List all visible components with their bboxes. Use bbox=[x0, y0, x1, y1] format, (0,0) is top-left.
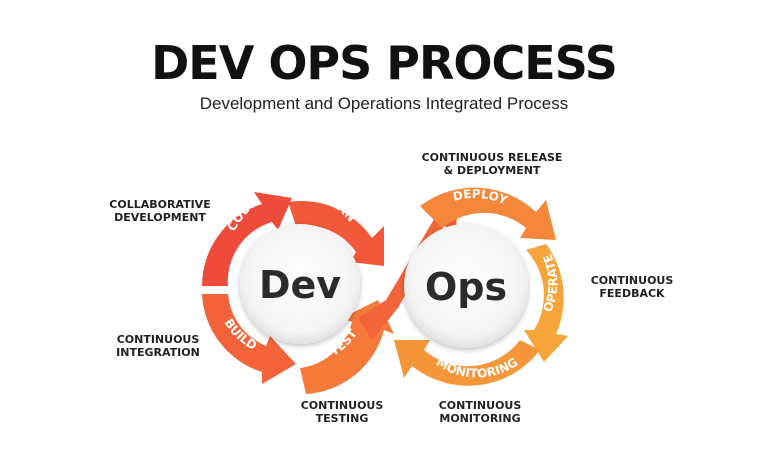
segment-monitoring bbox=[394, 340, 540, 386]
ops-hub bbox=[404, 224, 528, 348]
label-continuous-feedback: CONTINUOUS FEEDBACK bbox=[590, 274, 674, 300]
ops-hub-label: Ops bbox=[425, 265, 507, 309]
dev-hub-label: Dev bbox=[259, 263, 341, 307]
label-continuous-testing: CONTINUOUS TESTING bbox=[300, 399, 384, 425]
label-continuous-monitoring: CONTINUOUS MONITORING bbox=[438, 399, 522, 425]
segment-code bbox=[202, 192, 292, 286]
label-continuous-integration: CONTINUOUS INTEGRATION bbox=[116, 333, 200, 359]
segment-operate-label: OPERATE bbox=[540, 252, 560, 314]
segment-operate bbox=[524, 244, 568, 362]
segment-deploy bbox=[420, 187, 556, 240]
segment-build bbox=[202, 294, 296, 384]
segment-plan bbox=[288, 200, 384, 266]
page-title: DEV OPS PROCESS bbox=[151, 36, 618, 90]
page-subtitle: Development and Operations Integrated Pr… bbox=[199, 94, 569, 113]
label-continuous-release: CONTINUOUS RELEASE & DEPLOYMENT bbox=[421, 151, 563, 177]
label-collaborative-development: COLLABORATIVE DEVELOPMENT bbox=[109, 198, 211, 224]
dev-hub bbox=[240, 224, 360, 344]
